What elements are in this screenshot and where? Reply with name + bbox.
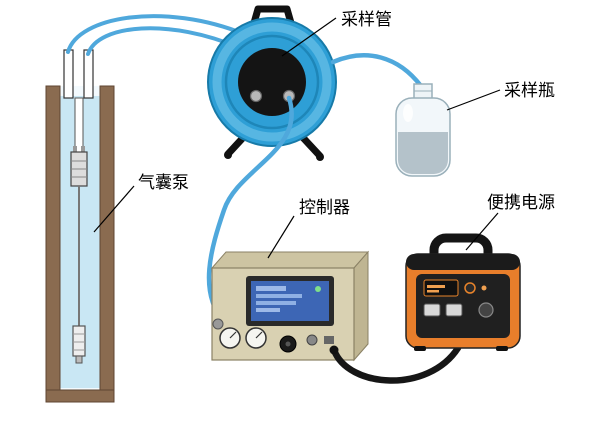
controller-right-face — [353, 250, 369, 362]
gauge-needle-right — [255, 331, 263, 339]
pump-intake-screen — [72, 325, 86, 357]
controller-fitting — [306, 334, 318, 346]
reel-hub — [238, 48, 306, 116]
leader-sampling-bottle — [446, 89, 501, 111]
well-borehole — [45, 49, 115, 403]
leader-sampling-tube — [281, 17, 337, 57]
leader-portable-power — [465, 212, 499, 251]
tube-reel-to-controller — [206, 95, 294, 325]
reel-foot-right — [316, 153, 324, 161]
controller-unit — [210, 250, 370, 362]
sampling-tube-reel — [207, 5, 337, 161]
power-cable — [330, 344, 462, 384]
label-sampling-tube: 采样管 — [341, 10, 392, 30]
label-controller: 控制器 — [299, 198, 350, 218]
well-bottom — [45, 389, 115, 403]
label-bladder-pump: 气囊泵 — [138, 173, 189, 193]
power-display-line — [427, 290, 439, 293]
portable-power-station — [405, 233, 521, 351]
controller-switch — [324, 336, 334, 344]
screen-text-row — [256, 308, 280, 312]
power-top-cap — [406, 254, 520, 270]
bottle-liquid — [398, 132, 448, 174]
sampling-bottle — [395, 83, 451, 177]
bottle-highlight — [403, 104, 413, 122]
tube-reel-to-bottle — [330, 53, 424, 89]
well-wall-left — [45, 85, 61, 397]
controller-knob-dot — [285, 341, 291, 347]
pump-intake-tip — [75, 355, 83, 364]
reel-coiled-tube — [212, 22, 332, 142]
tube-well-to-reel-2 — [86, 26, 242, 56]
tube-well-to-reel-1 — [66, 14, 246, 54]
power-led — [481, 285, 487, 291]
gauge-needle-left — [229, 331, 237, 339]
ac-outlet-right — [445, 303, 463, 317]
pump-intake-slots — [73, 333, 85, 351]
cable-connector — [329, 345, 339, 355]
dc-socket — [478, 302, 494, 318]
leader-controller — [267, 215, 295, 259]
reel-port-left — [249, 89, 263, 103]
ac-outlet-left — [423, 303, 441, 317]
reel-coil-edge — [224, 34, 320, 130]
screen-text-row — [256, 301, 296, 305]
well-casing-tube-left — [63, 49, 74, 99]
bladder-pump-assembly — [70, 97, 88, 364]
controller-top-face — [210, 251, 370, 269]
pump-body-ribs — [71, 160, 87, 178]
controller-tube-port — [212, 318, 224, 330]
pump-nipple-right — [81, 146, 85, 154]
power-foot-right — [496, 346, 508, 351]
pump-riser-tube — [74, 97, 84, 155]
screen-text-row — [256, 294, 302, 298]
screen-status-dot — [315, 286, 321, 292]
power-display-line — [427, 285, 445, 288]
reel-foot-left — [224, 151, 232, 159]
label-sampling-bottle: 采样瓶 — [504, 81, 555, 101]
annotations: 采样管 采样瓶 气囊泵 控制器 便携电源 — [93, 10, 555, 259]
label-portable-power: 便携电源 — [487, 193, 555, 213]
well-wall-right — [99, 85, 115, 397]
controller-screen-content — [256, 286, 321, 312]
power-button — [464, 282, 476, 294]
screen-text-row — [256, 286, 286, 291]
well-casing-tube-right — [83, 49, 94, 99]
pump-nipple-left — [73, 146, 77, 154]
leader-bladder-pump — [93, 185, 135, 233]
power-foot-left — [414, 346, 426, 351]
